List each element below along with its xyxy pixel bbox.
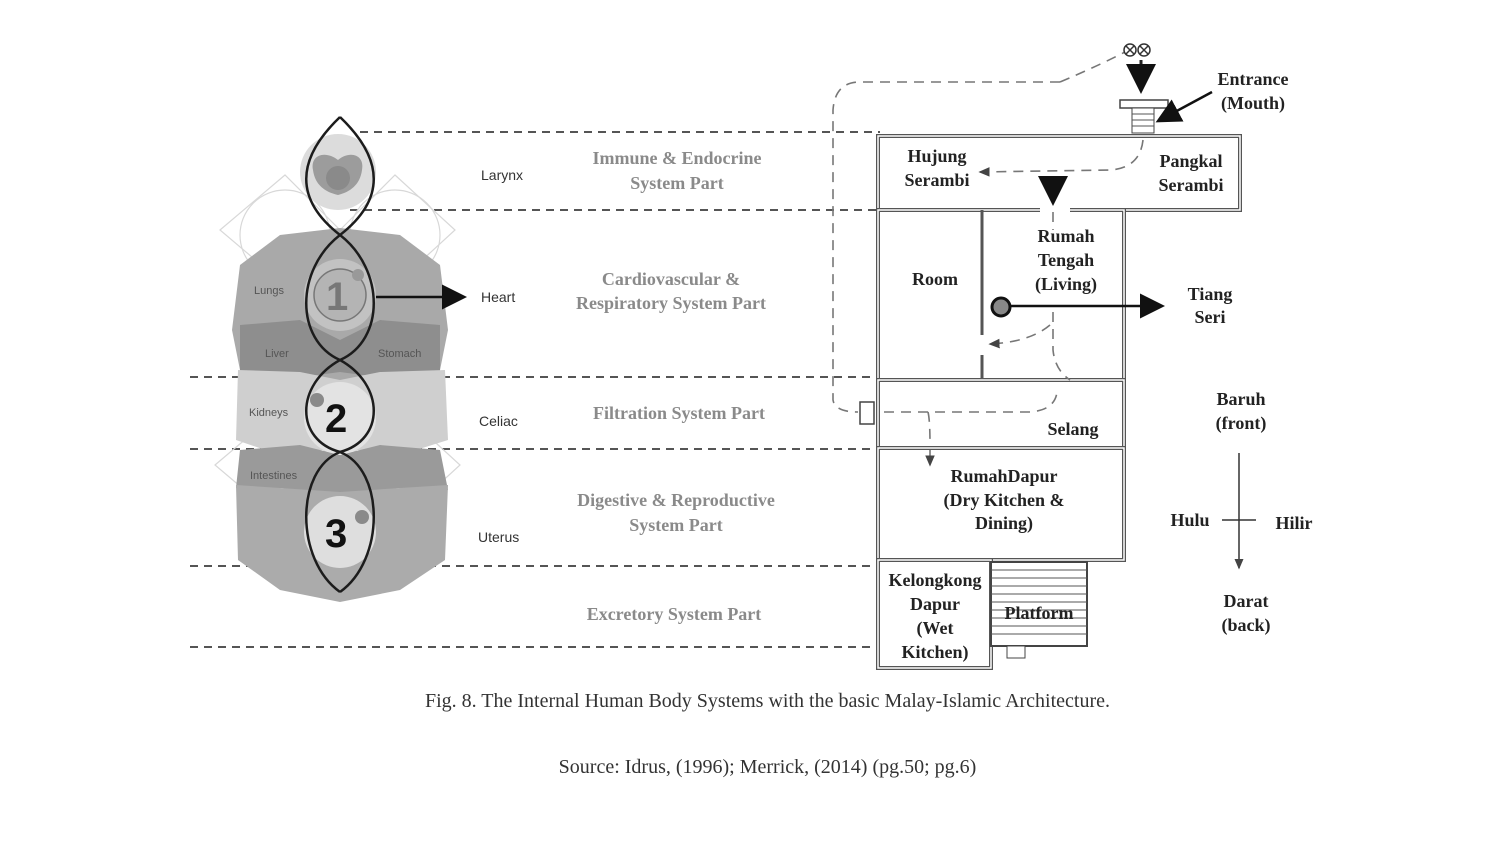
organ-label-intestines: Intestines xyxy=(250,470,298,482)
house-plan: Hujung Serambi Pangkal Serambi Room Ruma… xyxy=(832,43,1313,670)
side-label-uterus: Uterus xyxy=(478,529,519,545)
tiang-seri-pillar-icon xyxy=(990,296,1012,318)
chakra-number-3: 3 xyxy=(325,512,347,556)
system-immune-line2: System Part xyxy=(630,173,723,193)
system-labels: Immune & Endocrine System Part Cardiovas… xyxy=(576,148,775,624)
room-selang: Selang xyxy=(1047,419,1098,439)
system-cardio-line2: Respiratory System Part xyxy=(576,293,766,313)
organ-label-liver: Liver xyxy=(265,348,289,360)
room-rumah-dapur-2: (Dry Kitchen & xyxy=(944,490,1065,511)
liver-stomach-region xyxy=(240,320,440,380)
compass-right: Hilir xyxy=(1276,513,1313,533)
chakra-number-1: 1 xyxy=(326,275,348,319)
tiang-seri-label-2: Seri xyxy=(1195,307,1226,327)
system-immune-line1: Immune & Endocrine xyxy=(592,148,761,168)
room-platform: Platform xyxy=(1005,603,1074,623)
compass-back-1: Darat xyxy=(1224,591,1269,611)
room-pangkal-serambi-1: Pangkal xyxy=(1159,151,1222,171)
entrance-label-2: (Mouth) xyxy=(1221,93,1285,114)
room-hujung-serambi-2: Serambi xyxy=(905,170,970,190)
system-filtration: Filtration System Part xyxy=(593,403,765,423)
platform-deck xyxy=(990,561,1088,659)
entrance-landing xyxy=(1119,99,1169,109)
figure-source: Source: Idrus, (1996); Merrick, (2014) (… xyxy=(558,756,977,778)
room-rumah-tengah-3: (Living) xyxy=(1035,274,1097,295)
organ-label-lungs: Lungs xyxy=(254,285,284,297)
helix-lines xyxy=(305,116,375,594)
room-pangkal-serambi-2: Serambi xyxy=(1159,175,1224,195)
compass: Baruh (front) Hulu Hilir Darat (back) xyxy=(1170,389,1312,636)
room-kelongkong-4: Kitchen) xyxy=(902,642,969,663)
system-excretory: Excretory System Part xyxy=(587,604,762,624)
figure-caption: Fig. 8. The Internal Human Body Systems … xyxy=(424,690,1111,712)
system-cardio-line1: Cardiovascular & xyxy=(602,269,740,289)
path-to-room xyxy=(988,324,1051,349)
room-rumah-dapur-3: Dining) xyxy=(975,513,1033,534)
heart-circle xyxy=(313,268,367,322)
room-rumah-dapur-1: RumahDapur xyxy=(950,466,1057,486)
room-kelongkong-2: Dapur xyxy=(910,594,960,614)
compass-back-2: (back) xyxy=(1222,615,1271,636)
organ-label-stomach: Stomach xyxy=(378,348,421,360)
room-kelongkong-1: Kelongkong xyxy=(888,570,981,590)
side-stairs xyxy=(859,401,875,425)
intestine-upper-region xyxy=(236,445,448,495)
side-label-larynx: Larynx xyxy=(481,167,523,183)
side-label-heart: Heart xyxy=(481,289,515,305)
entrance-pointer-arrow xyxy=(1155,90,1213,123)
path-to-selang xyxy=(1052,312,1071,381)
compass-front-2: (front) xyxy=(1216,413,1267,434)
body-figure: 1 2 3 Lungs Liver Stomach Kidneys Intest… xyxy=(214,116,467,602)
organ-label-kidneys: Kidneys xyxy=(249,407,289,419)
circulation-path-top xyxy=(1059,51,1126,83)
system-digestive-line1: Digestive & Reproductive xyxy=(577,490,775,510)
path-to-hujung xyxy=(978,139,1144,177)
chakra-number-2: 2 xyxy=(325,397,347,441)
path-selang xyxy=(884,391,1058,413)
room-rumah-tengah-2: Tengah xyxy=(1038,250,1094,270)
circulation-path-outer xyxy=(832,81,1060,413)
room-room: Room xyxy=(912,269,958,289)
tiang-seri-label-1: Tiang xyxy=(1188,284,1233,304)
system-digestive-line2: System Part xyxy=(629,515,722,535)
entrance-stairs xyxy=(1131,107,1155,134)
compass-front-1: Baruh xyxy=(1216,389,1265,409)
entrance-label-1: Entrance xyxy=(1218,69,1289,89)
room-kelongkong-3: (Wet xyxy=(917,618,954,639)
room-hujung-serambi-1: Hujung xyxy=(907,146,966,166)
side-label-celiac: Celiac xyxy=(479,413,518,429)
compass-left: Hulu xyxy=(1170,510,1209,530)
gate-symbol-icon xyxy=(1123,43,1151,57)
room-rumah-tengah-1: Rumah xyxy=(1037,226,1094,246)
